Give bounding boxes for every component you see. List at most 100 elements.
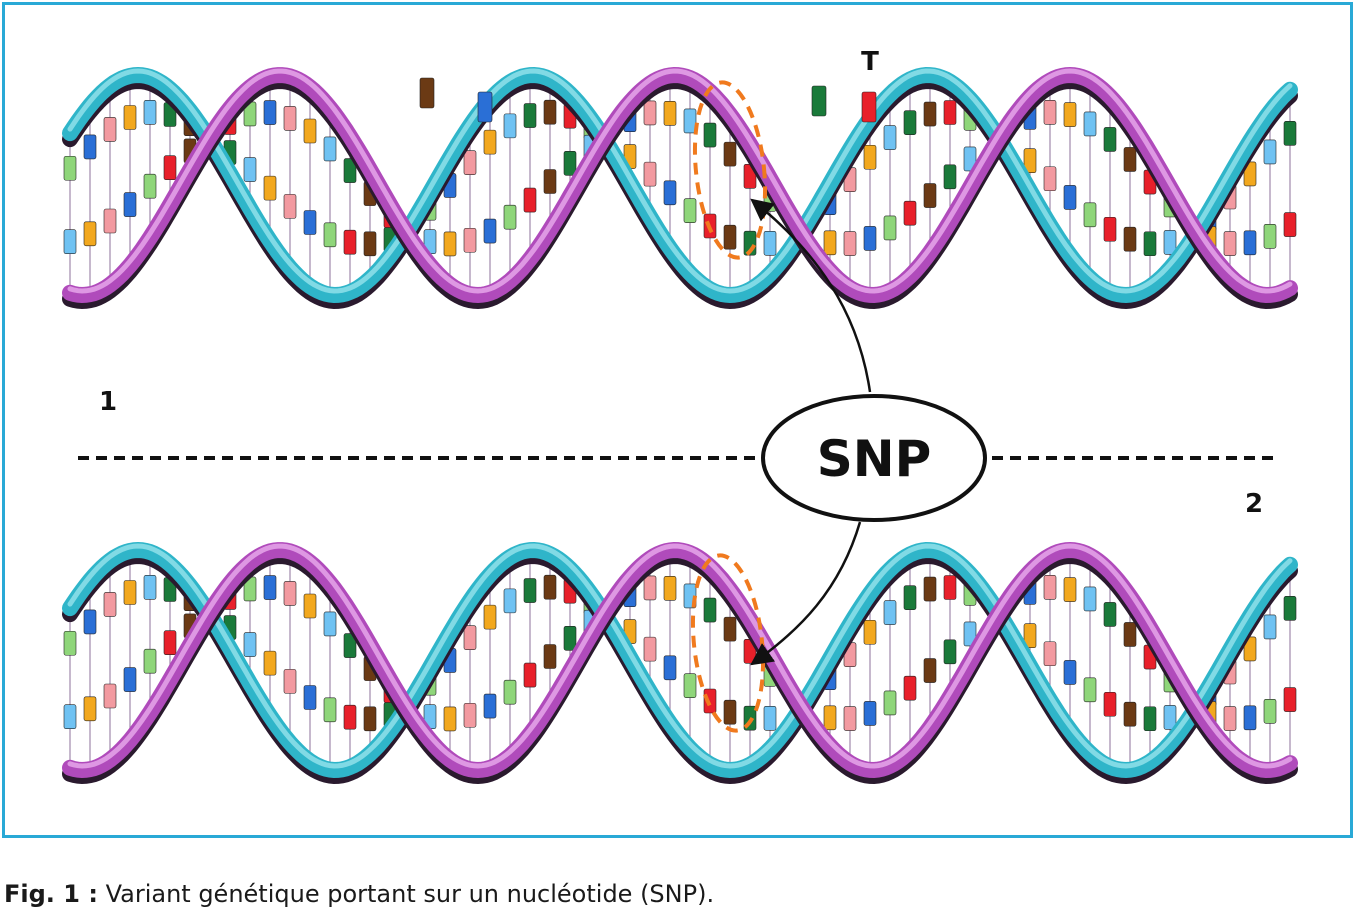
nucleotide-block: [1063, 577, 1077, 602]
nucleotide-block: [143, 173, 157, 199]
nucleotide-block: [63, 630, 77, 656]
nucleotide-block: [1223, 231, 1237, 256]
nucleotide-block: [503, 113, 517, 139]
nucleotide-block: [663, 655, 677, 681]
nucleotide-block: [1243, 705, 1257, 731]
nucleotide-block: [1063, 660, 1077, 685]
nucleotide-block: [443, 231, 457, 257]
nucleotide-block: [883, 215, 897, 241]
nucleotide-block: [663, 101, 677, 126]
nucleotide-block: [1143, 231, 1157, 257]
nucleotide-block: [463, 702, 477, 728]
nucleotide-block: [263, 100, 277, 125]
top-allele-letter: T: [861, 47, 879, 77]
nucleotide-block: [263, 175, 277, 201]
nucleotide-block: [83, 134, 97, 160]
nucleotide-block: [523, 662, 537, 688]
nucleotide-block: [63, 155, 77, 181]
nucleotide-block: [483, 218, 497, 244]
nucleotide-block: [343, 158, 357, 183]
strand-highlight: [67, 68, 1293, 294]
nucleotide-block: [163, 155, 177, 180]
strand-ribbon: [62, 541, 1298, 779]
nucleotide-block: [1123, 147, 1137, 172]
nucleotide-block: [323, 697, 337, 723]
nucleotide-block: [683, 673, 697, 698]
caption-text: Variant génétique portant sur un nucléot…: [97, 880, 715, 908]
nucleotide-block: [123, 667, 137, 692]
nucleotide-block: [483, 129, 497, 155]
nucleotide-block: [703, 122, 717, 148]
free-nucleotide: [861, 91, 877, 123]
nucleotide-block: [1223, 706, 1237, 731]
arrow-icon-down: [750, 521, 862, 666]
strand-ribbon: [62, 66, 1298, 304]
nucleotide-block: [1123, 701, 1137, 727]
snp-label: SNP: [817, 430, 932, 488]
nucleotide-block: [1163, 705, 1177, 730]
nucleotide-block: [683, 198, 697, 223]
nucleotide-block: [963, 621, 977, 647]
free-nucleotide: [477, 91, 493, 123]
nucleotide-block: [723, 616, 737, 642]
nucleotide-block: [723, 141, 737, 167]
nucleotide-block: [903, 110, 917, 135]
figure-caption: Fig. 1 : Variant génétique portant sur u…: [4, 880, 714, 908]
nucleotide-block: [543, 574, 557, 600]
nucleotide-block: [1083, 586, 1097, 612]
caption-prefix: Fig. 1 :: [4, 880, 98, 908]
nucleotide-block: [1123, 622, 1137, 647]
nucleotide-block: [543, 169, 557, 194]
free-nucleotide: [419, 77, 435, 109]
nucleotide-block: [283, 194, 297, 219]
nucleotide-block: [1283, 596, 1297, 621]
nucleotide-block: [943, 639, 957, 665]
nucleotide-block: [763, 705, 777, 731]
nucleotide-block: [763, 230, 777, 256]
nucleotide-block: [283, 581, 297, 606]
nucleotide-block: [1143, 706, 1157, 732]
snp-diagram: SNP T 1 2: [62, 47, 1298, 785]
nucleotide-block: [1043, 575, 1057, 600]
nucleotide-block: [863, 226, 877, 251]
nucleotide-block: [263, 650, 277, 676]
nucleotide-block: [1103, 216, 1117, 242]
nucleotide-block: [1083, 202, 1097, 228]
nucleotide-block: [1283, 687, 1297, 712]
nucleotide-block: [483, 604, 497, 630]
nucleotide-block: [683, 108, 697, 134]
nucleotide-block: [503, 679, 517, 705]
nucleotide-block: [903, 675, 917, 701]
nucleotide-block: [303, 593, 317, 619]
nucleotide-block: [363, 231, 377, 257]
nucleotide-block: [823, 230, 837, 256]
nucleotide-block: [543, 644, 557, 669]
nucleotide-block: [123, 580, 137, 605]
nucleotide-block: [563, 625, 577, 651]
nucleotide-block: [443, 706, 457, 732]
nucleotide-block: [143, 100, 157, 125]
nucleotide-block: [523, 578, 537, 603]
nucleotide-block: [1063, 102, 1077, 127]
nucleotide-block: [343, 704, 357, 730]
nucleotide-block: [1163, 230, 1177, 255]
nucleotide-block: [303, 118, 317, 144]
nucleotide-block: [103, 208, 117, 234]
nucleotide-block: [703, 597, 717, 623]
nucleotide-block: [343, 229, 357, 255]
nucleotide-block: [903, 200, 917, 226]
nucleotide-block: [463, 625, 477, 650]
nucleotide-block: [923, 576, 937, 602]
nucleotide-block: [123, 105, 137, 130]
nucleotide-block: [883, 690, 897, 716]
nucleotide-block: [1083, 111, 1097, 137]
nucleotide-block: [1283, 212, 1297, 237]
nucleotide-block: [1103, 602, 1117, 627]
nucleotide-block: [1043, 641, 1057, 667]
nucleotide-block: [323, 222, 337, 248]
nucleotide-block: [563, 150, 577, 176]
nucleotide-block: [1103, 127, 1117, 152]
nucleotide-block: [843, 231, 857, 256]
nucleotide-block: [83, 609, 97, 635]
nucleotide-block: [1063, 185, 1077, 210]
